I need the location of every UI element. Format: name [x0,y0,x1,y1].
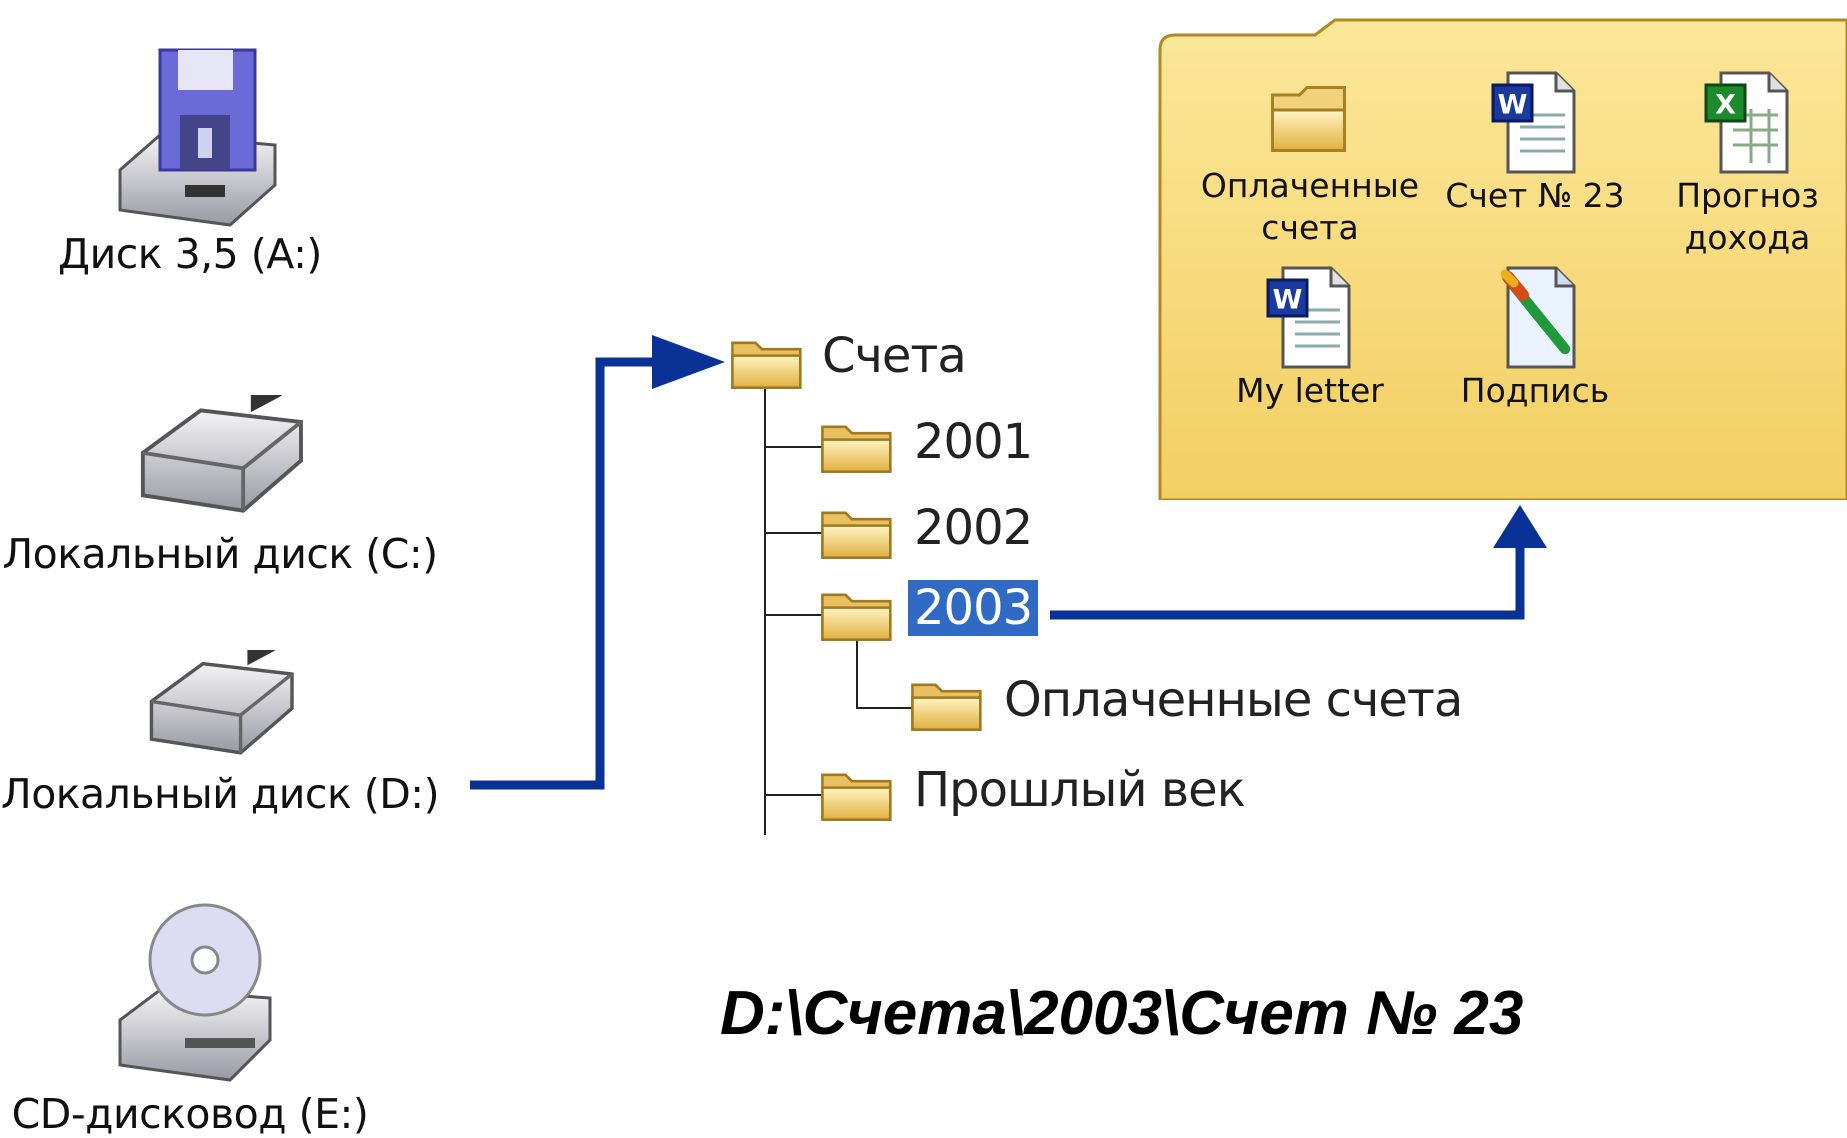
item-label-line1: Оплаченные [1200,166,1420,205]
file-path-caption: D:\Счета\2003\Счет № 23 [720,979,1524,1048]
svg-text:X: X [1715,90,1736,121]
tree-root-schyota[interactable]: Счета [822,328,967,384]
paint-image-icon [1500,266,1576,369]
folder-icon [1271,86,1346,152]
drive-label: Локальный диск (D:) [0,770,440,818]
folder-icon [908,672,986,736]
item-label-line1: My letter [1236,371,1384,410]
drive-label: CD-дисковод (E:) [11,1090,369,1138]
arrow-2003-to-folder [1050,545,1525,620]
folder-icon [818,414,896,478]
tree-item-oplachennye[interactable]: Оплаченные счета [1004,672,1463,728]
folder-icon [728,330,806,394]
svg-text:W: W [1273,285,1303,316]
folder-icon [818,500,896,564]
word-document-icon: W [1491,71,1576,174]
folder-item-my-letter[interactable]: W My letter [1195,265,1425,412]
excel-document-icon: X [1704,71,1788,174]
folder-icon [818,582,896,646]
tree-item-2002[interactable]: 2002 [914,500,1033,556]
item-label-line1: Счет № 23 [1445,176,1625,215]
drive-d[interactable]: Локальный диск (D:) [0,650,440,818]
word-document-icon: W [1266,266,1351,369]
arrowhead-right [652,335,725,389]
item-label-line2: дохода [1684,218,1811,257]
tree-item-proshly-vek[interactable]: Прошлый век [914,762,1246,818]
item-label-line1: Прогноз [1676,176,1819,215]
folder-item-podpis[interactable]: Подпись [1430,265,1640,412]
drive-a[interactable]: Диск 3,5 (A:) [40,40,340,278]
cd-drive-icon [118,903,272,1082]
folder-window: Оплаченные счета W Счет № 23 X Прогноз д… [1155,10,1847,500]
tree-item-2003-selected[interactable]: 2003 [908,580,1039,636]
arrow-d-to-tree [470,357,670,790]
floppy-drive-icon [118,48,277,227]
folder-item-oplachennye[interactable]: Оплаченные счета [1195,70,1425,249]
folder-item-prognoz[interactable]: X Прогноз дохода [1655,70,1840,259]
arrowhead-up [1493,505,1547,548]
item-label-line1: Подпись [1460,371,1610,410]
drive-label: Локальный диск (C:) [2,530,438,578]
folder-icon [818,762,896,826]
drive-label: Диск 3,5 (A:) [58,230,322,278]
tree-lines [764,385,915,835]
drive-c[interactable]: Локальный диск (C:) [0,395,440,578]
svg-text:W: W [1498,90,1528,121]
tree-item-2001[interactable]: 2001 [914,414,1033,470]
folder-item-schet-23[interactable]: W Счет № 23 [1430,70,1640,217]
item-label-line2: счета [1261,208,1359,247]
drive-e[interactable]: CD-дисковод (E:) [0,900,380,1138]
